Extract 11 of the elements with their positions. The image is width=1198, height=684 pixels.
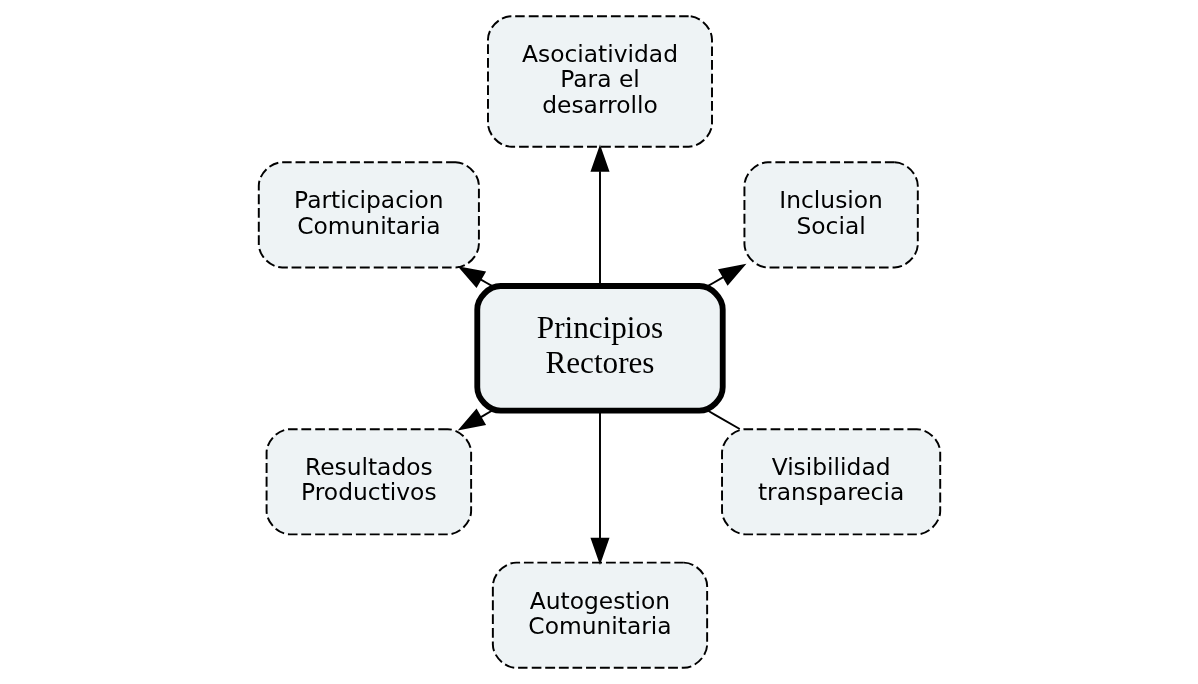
node-box: Autogestion Comunitaria — [491, 561, 708, 669]
node-box: Principios Rectores — [473, 283, 726, 414]
node-box: Visibilidad transparecia — [720, 428, 941, 536]
node-box: Asociatividad Para el desarrollo — [486, 15, 713, 148]
arrow — [706, 263, 746, 287]
arrow — [457, 266, 493, 289]
node-box: Inclusion Social — [742, 161, 919, 269]
node-box: Resultados Productivos — [265, 428, 472, 536]
connector — [706, 409, 741, 430]
node-box: Participacion Comunitaria — [257, 161, 480, 269]
arrow — [457, 408, 493, 431]
